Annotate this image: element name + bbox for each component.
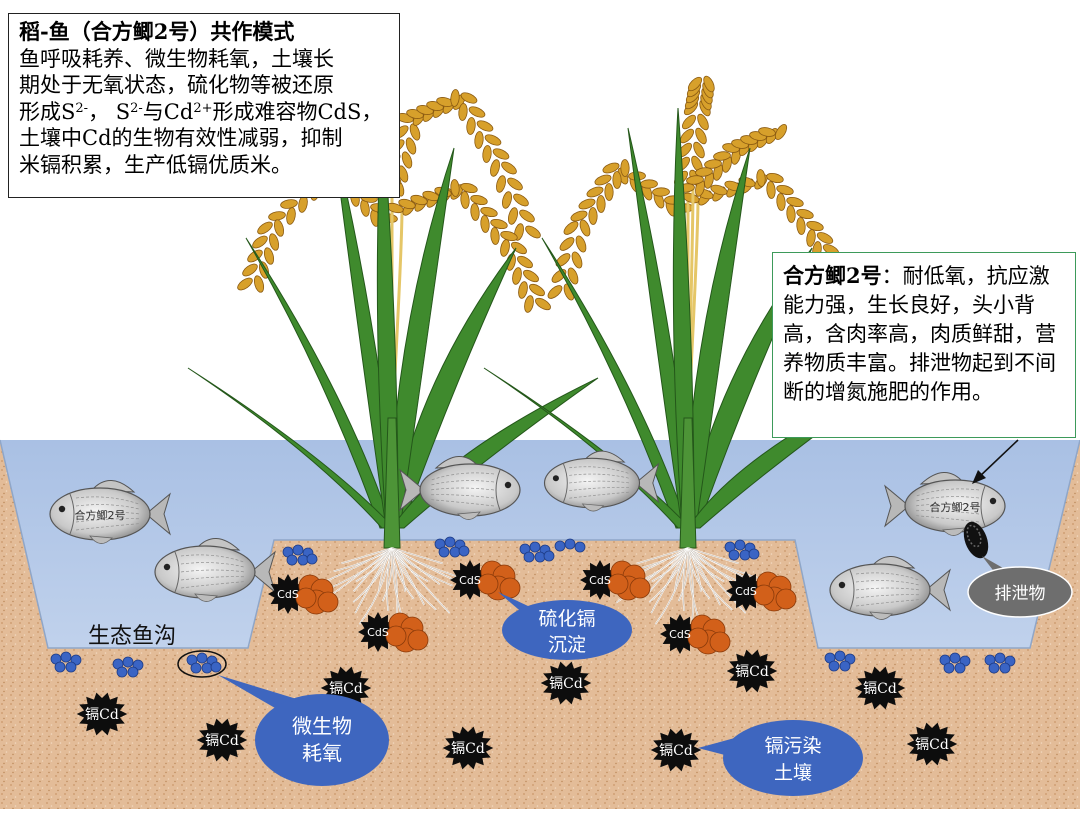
- sup-cd2: 2+: [193, 100, 213, 116]
- callout-cds-line2: 沉淀: [548, 634, 586, 656]
- eco-ditch-label: 生态鱼沟: [88, 624, 177, 649]
- callout-microbe: 微生物 耗氧: [177, 650, 389, 786]
- microbe-cluster: [939, 652, 971, 674]
- mode-line-3c: 与Cd: [142, 99, 194, 124]
- microbe-cluster: [824, 650, 856, 672]
- excreta-pellet: [963, 521, 989, 559]
- mode-line-3b: ， S: [88, 99, 131, 124]
- mode-line-1: 鱼呼吸耗养、微生物耗氧，土壤长: [19, 46, 334, 71]
- cds-precipitate: CdS: [450, 560, 521, 601]
- callout-excreta: 排泄物: [967, 556, 1073, 618]
- crucian-carp-fish: [154, 538, 276, 602]
- sup-s2-b: 2-: [130, 100, 143, 116]
- cds-label: CdS: [735, 585, 757, 598]
- cds-precipitates: CdS CdS CdS CdS CdS CdS: [268, 560, 797, 655]
- microbe-cluster: [984, 652, 1016, 674]
- microbe-cluster: [434, 536, 470, 558]
- cd-label: 镉Cd: [451, 741, 485, 757]
- fish-desc-title: 合方鲫2号: [783, 263, 882, 288]
- crucian-carp-fish: [829, 556, 951, 620]
- cds-precipitate: CdS: [358, 612, 429, 653]
- microbe-dots: [50, 536, 1016, 678]
- crucian-carp-fish: [543, 450, 660, 512]
- crucian-carp-fish: [399, 456, 521, 520]
- cd-particle: 镉Cd: [442, 726, 494, 770]
- microbe-cluster: [186, 652, 222, 674]
- callout-soil: 镉污染 土壤: [698, 720, 863, 796]
- mode-line-4: 土壤中Cd的生物有效性减弱，抑制: [19, 126, 343, 150]
- cd-label: 镉Cd: [915, 737, 949, 753]
- mode-line-3a: 形成S: [19, 99, 76, 124]
- fish-desc-text: ：耐低氧，抗应激能力强，生长良好，头小背高，含肉率高，肉质鲜甜，营养物质丰富。排…: [783, 264, 1056, 404]
- cd-particle: 镉Cd: [650, 728, 702, 772]
- mode-title: 稻-鱼（合方鲫2号）共作模式: [19, 19, 295, 44]
- microbe-cluster: [554, 538, 586, 553]
- rice-plant: [187, 73, 599, 549]
- mode-line-5: 米镉积累，生产低镉优质米。: [19, 152, 292, 177]
- microbe-cluster: [282, 544, 318, 566]
- cd-label: 镉Cd: [549, 676, 583, 692]
- cds-precipitate: CdS: [268, 574, 339, 615]
- callout-microbe-line2: 耗氧: [302, 741, 342, 765]
- cd-label: 镉Cd: [85, 707, 119, 723]
- cd-particle: 镉Cd: [196, 718, 248, 762]
- cd-particle: 镉Cd: [726, 649, 778, 693]
- mode-line-3: 形成S2-， S2-与Cd2+形成难容物CdS，: [19, 99, 389, 126]
- callout-microbe-line1: 微生物: [292, 714, 352, 738]
- cds-label: CdS: [277, 588, 299, 601]
- cd-particles: 镉Cd 镉Cd 镉Cd 镉Cd 镉Cd 镉Cd 镉Cd 镉Cd 镉Cd: [76, 649, 958, 772]
- callout-cds: 硫化镉 沉淀: [498, 592, 632, 660]
- cd-particle: 镉Cd: [76, 692, 128, 736]
- microbe-cluster: [519, 541, 555, 563]
- mode-description-box: 稻-鱼（合方鲫2号）共作模式 鱼呼吸耗养、微生物耗氧，土壤长 期处于无氧状态，硫…: [8, 13, 400, 198]
- mode-line-2: 期处于无氧状态，硫化物等被还原: [19, 73, 334, 97]
- cds-label: CdS: [367, 626, 389, 639]
- cds-precipitate: CdS: [726, 571, 797, 612]
- callout-soil-line2: 土壤: [774, 762, 812, 784]
- crucian-carp-fish: 合方鲫2号: [49, 480, 171, 544]
- cd-label: 镉Cd: [205, 733, 239, 749]
- excreta-label: 排泄物: [995, 584, 1046, 604]
- cds-precipitate: CdS: [580, 560, 651, 601]
- cd-label: 镉Cd: [329, 681, 363, 697]
- crucian-carp-fish: 合方鲫2号: [884, 472, 1006, 536]
- fish-description-box: 合方鲫2号：耐低氧，抗应激能力强，生长良好，头小背高，含肉率高，肉质鲜甜，营养物…: [772, 252, 1076, 438]
- microbe-cluster: [724, 539, 760, 561]
- fish-label: 合方鲫2号: [75, 508, 126, 522]
- cds-label: CdS: [589, 574, 611, 587]
- cds-precipitate: CdS: [660, 614, 731, 655]
- sup-s2-a: 2-: [75, 100, 89, 116]
- cd-particle: 镉Cd: [854, 666, 906, 710]
- cd-particle: 镉Cd: [906, 722, 958, 766]
- microbe-cluster: [50, 651, 82, 673]
- ditch-edge: [0, 439, 1080, 649]
- cd-label: 镉Cd: [863, 681, 897, 697]
- pointer-arrow: [972, 439, 1019, 484]
- cds-label: CdS: [669, 628, 691, 641]
- mode-line-3d: 形成难容物CdS，: [212, 99, 383, 124]
- cd-label: 镉Cd: [735, 664, 769, 680]
- callout-cds-line1: 硫化镉: [538, 608, 595, 630]
- fish-label: 合方鲫2号: [930, 500, 981, 514]
- cds-label: CdS: [459, 574, 481, 587]
- cd-label: 镉Cd: [659, 743, 693, 759]
- microbe-cluster: [112, 656, 144, 678]
- callout-soil-line1: 镉污染: [764, 735, 821, 757]
- cd-particle: 镉Cd: [540, 661, 592, 705]
